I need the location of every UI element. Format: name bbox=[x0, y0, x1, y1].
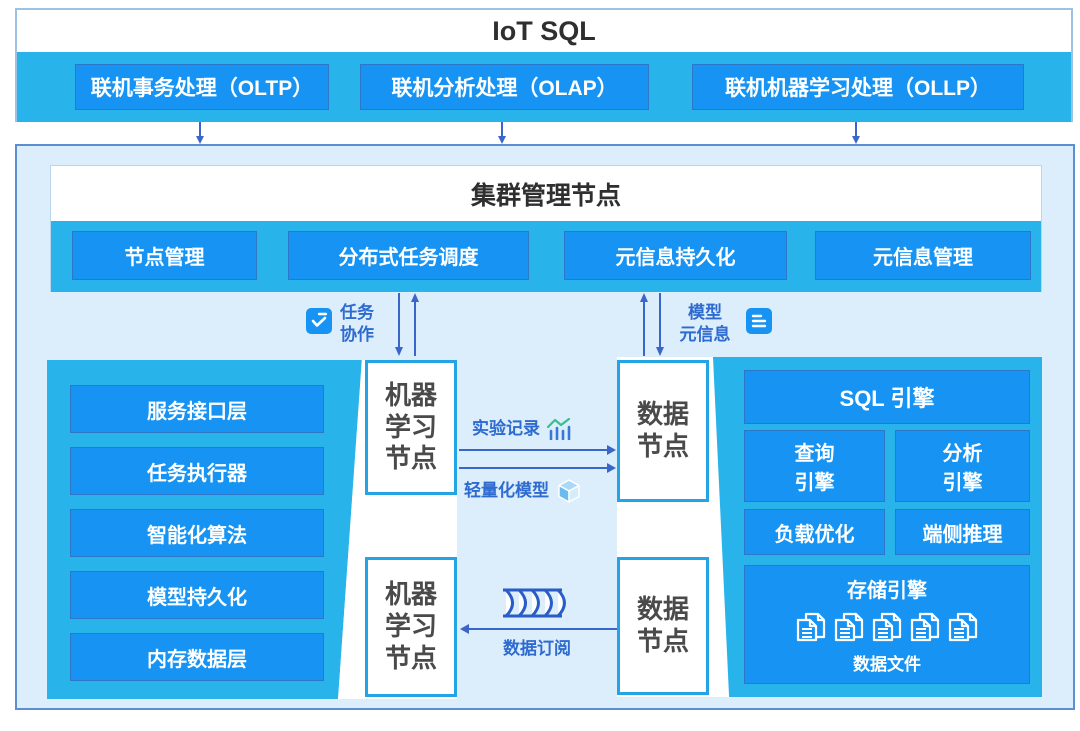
module-edge-inference: 端侧推理 bbox=[895, 509, 1030, 555]
page-title: IoT SQL bbox=[492, 15, 596, 46]
experiment-chart-icon bbox=[547, 418, 571, 441]
storage-engine-title: 存储引擎 bbox=[847, 579, 927, 602]
arrow-task-down-icon bbox=[395, 293, 403, 356]
lightweight-model-label-row: 轻量化模型 bbox=[464, 478, 582, 504]
cluster-management-box: 集群管理节点 节点管理 分布式任务调度 元信息持久化 元信息管理 bbox=[50, 165, 1042, 292]
ml-modules-panel: 服务接口层 任务执行器 智能化算法 模型持久化 内存数据层 bbox=[47, 360, 362, 699]
module-distributed-task-scheduling: 分布式任务调度 bbox=[288, 231, 529, 280]
experiment-record-label: 实验记录 bbox=[472, 419, 540, 438]
experiment-record-label-row: 实验记录 bbox=[472, 418, 571, 441]
service-olap: 联机分析处理（OLAP） bbox=[360, 64, 649, 110]
file-icon bbox=[834, 612, 864, 641]
arrow-task-up-icon bbox=[411, 293, 419, 356]
data-node-bottom: 数据 节点 bbox=[617, 557, 709, 695]
file-icon bbox=[948, 612, 978, 641]
services-band: 联机事务处理（OLTP） 联机分析处理（OLAP） 联机机器学习处理（OLLP） bbox=[17, 52, 1071, 122]
service-ollp: 联机机器学习处理（OLLP） bbox=[692, 64, 1024, 110]
arrow-lightweight-model-icon bbox=[459, 463, 616, 473]
cluster-title: 集群管理节点 bbox=[470, 181, 621, 210]
file-icon bbox=[872, 612, 902, 641]
arrow-metadata-up-icon bbox=[640, 293, 648, 356]
module-task-executor: 任务执行器 bbox=[70, 447, 324, 495]
ml-node-top: 机器 学习 节点 bbox=[365, 360, 457, 495]
file-icon bbox=[796, 612, 826, 641]
ml-node-bottom: 机器 学习 节点 bbox=[365, 557, 457, 697]
cluster-container: 集群管理节点 节点管理 分布式任务调度 元信息持久化 元信息管理 bbox=[15, 144, 1075, 710]
arrow-ollp-down-icon bbox=[852, 122, 860, 144]
service-oltp: 联机事务处理（OLTP） bbox=[75, 64, 329, 110]
arrow-olap-down-icon bbox=[498, 122, 506, 144]
lightweight-model-label: 轻量化模型 bbox=[464, 480, 549, 500]
model-metadata-label: 模型 元信息 bbox=[679, 303, 731, 345]
data-files-caption: 数据文件 bbox=[853, 655, 921, 675]
file-icon bbox=[910, 612, 940, 641]
data-subscription-label: 数据订阅 bbox=[503, 639, 571, 658]
model-list-icon bbox=[746, 308, 772, 334]
data-files-row bbox=[793, 611, 981, 643]
cluster-modules-band: 节点管理 分布式任务调度 元信息持久化 元信息管理 bbox=[51, 221, 1041, 292]
iot-sql-band: IoT SQL 联机事务处理（OLTP） 联机分析处理（OLAP） 联机机器学习… bbox=[15, 8, 1073, 122]
arrow-experiment-record-icon bbox=[459, 445, 616, 455]
module-node-management: 节点管理 bbox=[72, 231, 257, 280]
stream-coil-icon bbox=[503, 588, 566, 618]
module-intelligent-algorithms: 智能化算法 bbox=[70, 509, 324, 557]
arrow-metadata-down-icon bbox=[656, 293, 664, 356]
module-sql-engine: SQL 引擎 bbox=[744, 370, 1030, 424]
cube-icon bbox=[558, 479, 580, 503]
arrow-data-subscription-icon bbox=[460, 624, 617, 634]
data-node-top: 数据 节点 bbox=[617, 360, 709, 502]
module-in-memory-data-layer: 内存数据层 bbox=[70, 633, 324, 681]
module-storage-engine: 存储引擎 bbox=[744, 565, 1030, 684]
module-query-engine: 查询 引擎 bbox=[744, 430, 885, 502]
arrow-oltp-down-icon bbox=[196, 122, 204, 144]
module-load-optimization: 负载优化 bbox=[744, 509, 885, 555]
module-metadata-management: 元信息管理 bbox=[815, 231, 1031, 280]
module-model-persistence: 模型持久化 bbox=[70, 571, 324, 619]
engine-panel: SQL 引擎 查询 引擎 分析 引擎 负载优化 端侧推理 存储引擎 bbox=[713, 357, 1042, 697]
module-analysis-engine: 分析 引擎 bbox=[895, 430, 1030, 502]
task-coordination-label: 任务 协作 bbox=[340, 303, 374, 345]
module-metadata-persistence: 元信息持久化 bbox=[564, 231, 787, 280]
module-service-interface-layer: 服务接口层 bbox=[70, 385, 324, 433]
task-check-icon bbox=[306, 308, 332, 334]
